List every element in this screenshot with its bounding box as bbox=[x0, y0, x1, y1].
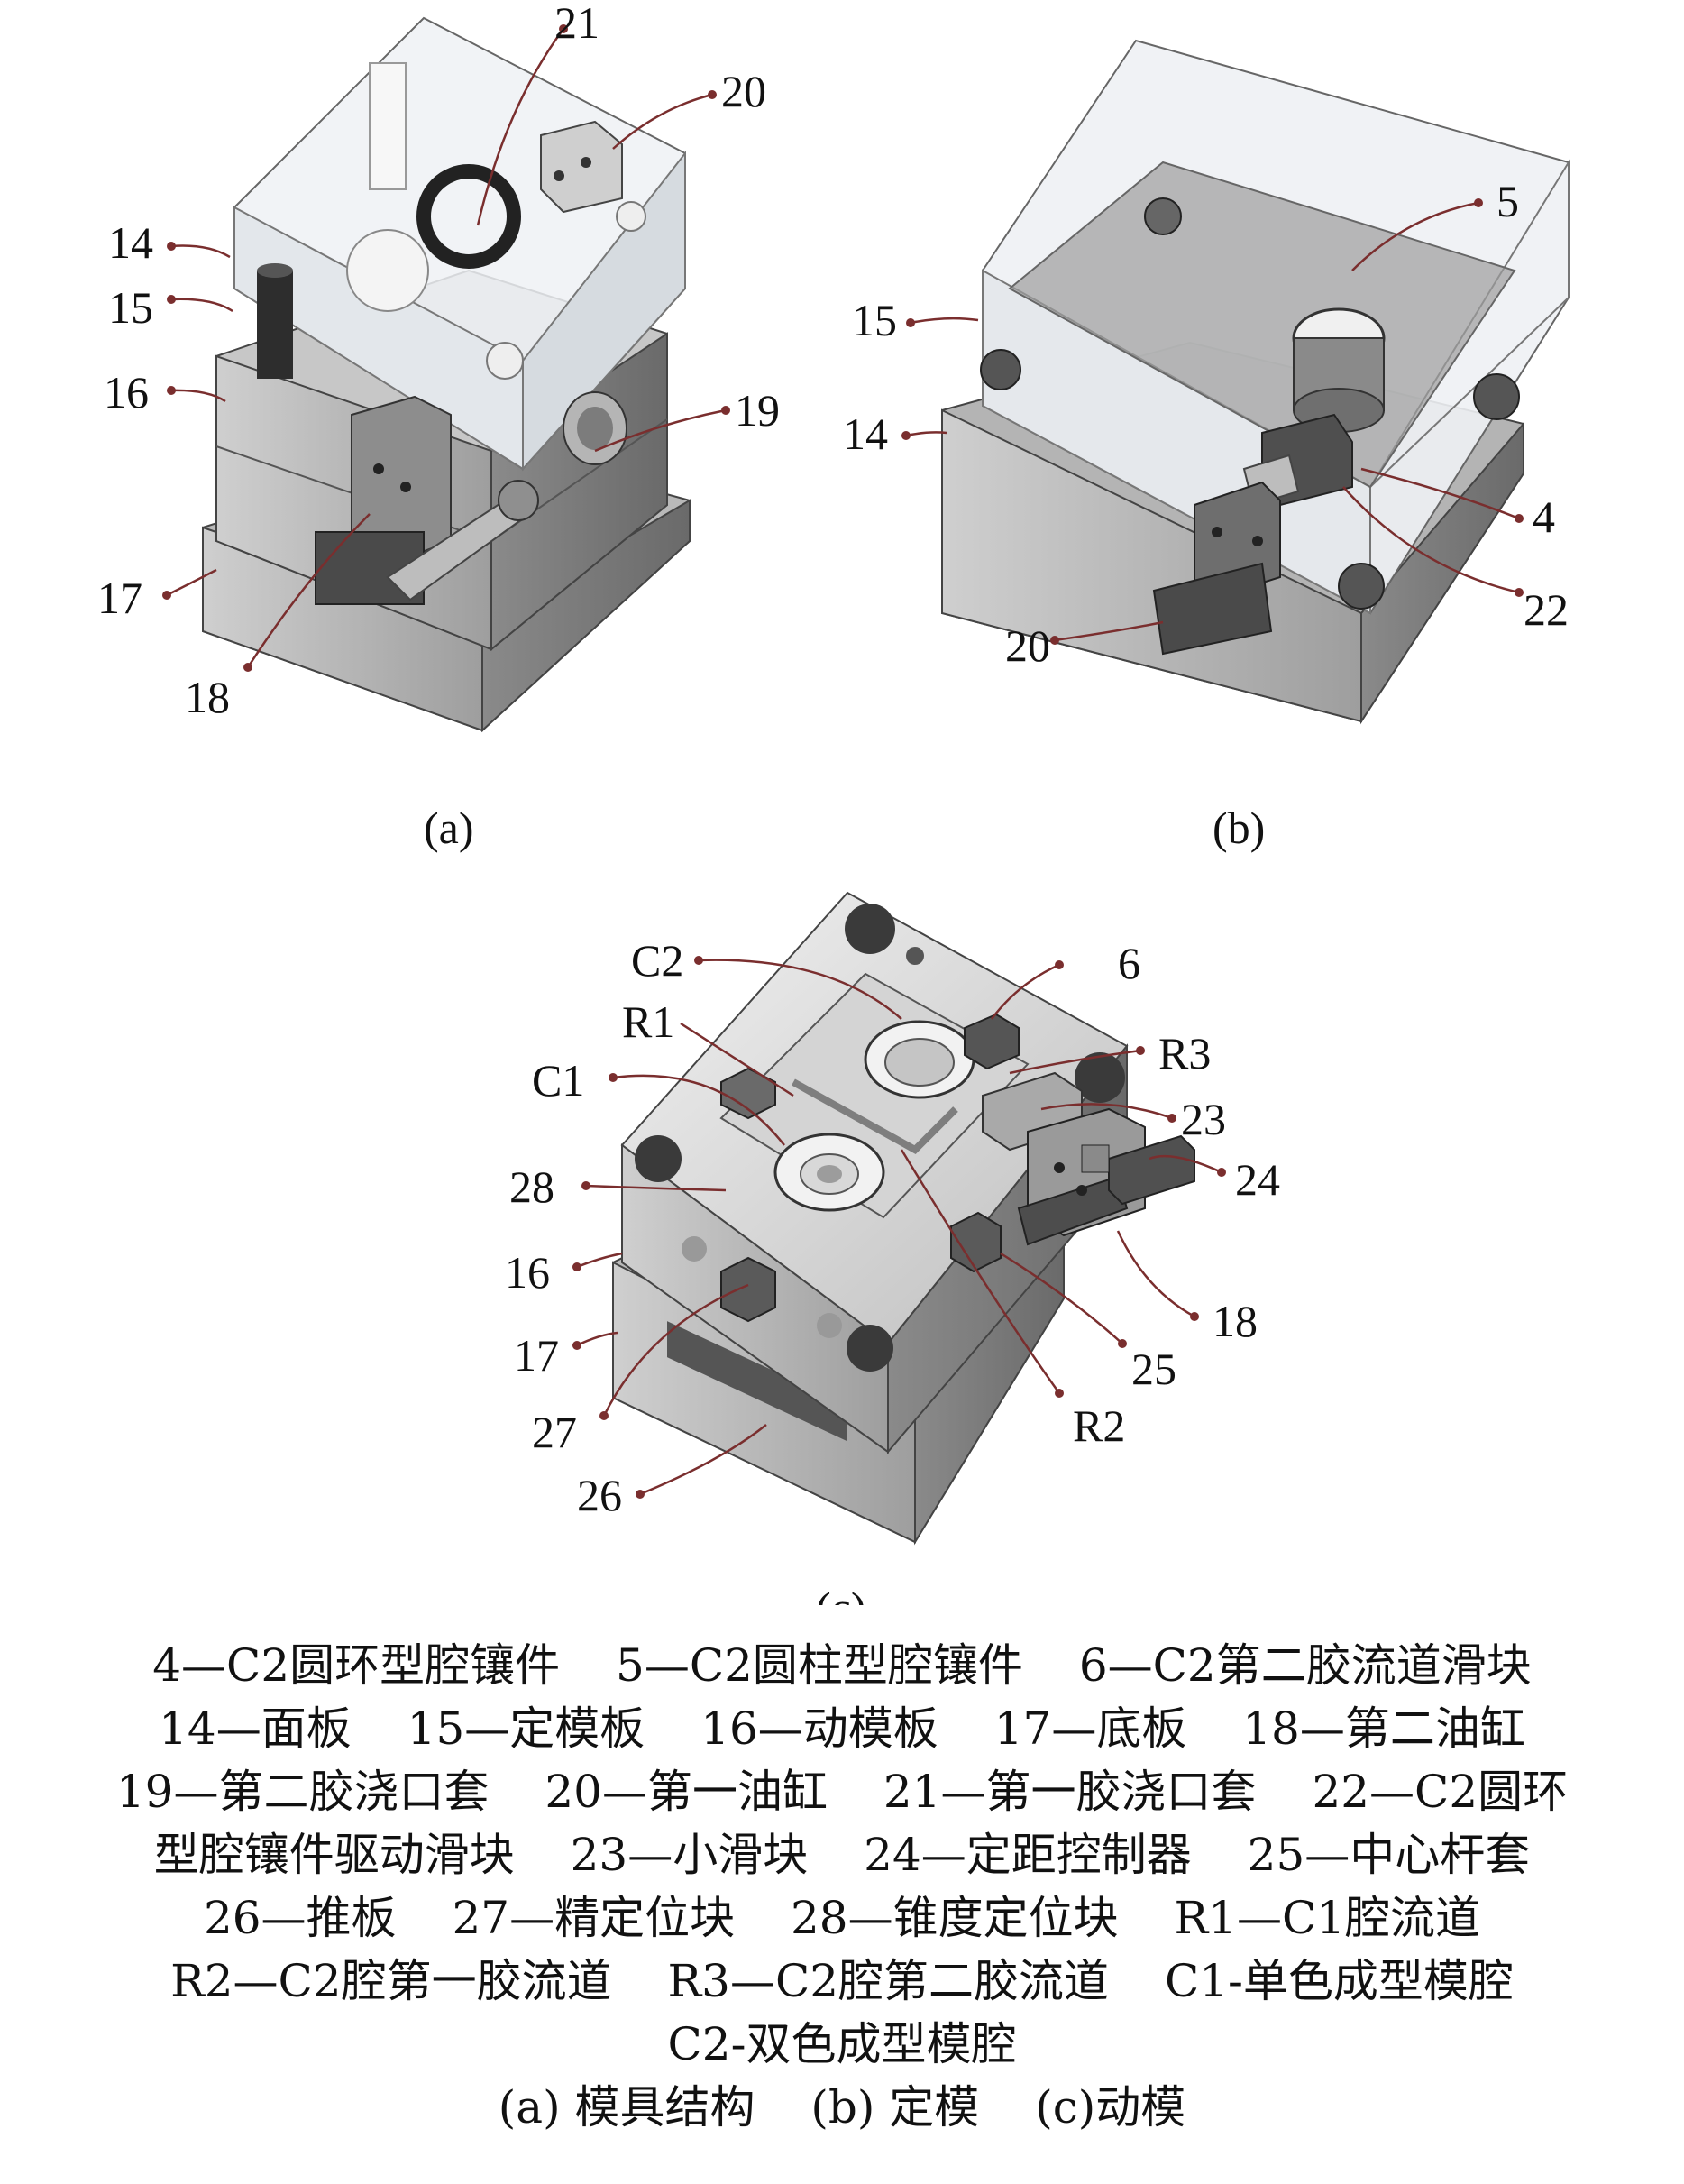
legend-item: 5—C2圆柱型腔镶件 bbox=[616, 1639, 1023, 1692]
callout-label: R2 bbox=[1073, 1400, 1125, 1451]
legend-line: 19—第二胶浇口套 20—第一油缸 21—第一胶浇口套 22—C2圆环 bbox=[0, 1760, 1684, 1823]
callout-label: 24 bbox=[1235, 1154, 1280, 1205]
legend-line: C2-双色成型模腔 bbox=[0, 2013, 1684, 2076]
legend-item: C2-双色成型模腔 bbox=[667, 2018, 1017, 2070]
callout-label: 23 bbox=[1181, 1094, 1226, 1144]
panel-c-leaders bbox=[572, 956, 1226, 1499]
callout-label: 14 bbox=[108, 217, 153, 268]
panel-a-callouts: 21 20 14 15 16 19 17 18 (a) bbox=[97, 0, 780, 853]
panel-c-callouts: C2 6 R1 R3 C1 23 28 24 16 18 17 25 27 R2… bbox=[505, 935, 1280, 1605]
callout-label: 15 bbox=[108, 282, 153, 333]
legend-item: 型腔镶件驱动滑块 bbox=[153, 1829, 515, 1881]
legend-item: 21—第一胶浇口套 bbox=[883, 1766, 1257, 1818]
figure-legend: 4—C2圆环型腔镶件 5—C2圆柱型腔镶件 6—C2第二胶流道滑块 14—面板 … bbox=[0, 1634, 1684, 2139]
callout-label: 28 bbox=[509, 1161, 554, 1212]
callout-label: 4 bbox=[1533, 491, 1555, 542]
legend-item: 17—底板 bbox=[993, 1702, 1187, 1755]
legend-item: 15—定模板 bbox=[407, 1702, 645, 1755]
callout-label: 22 bbox=[1524, 584, 1569, 635]
callout-label: C2 bbox=[631, 935, 683, 986]
callout-label: 15 bbox=[852, 295, 897, 345]
callout-label: 19 bbox=[735, 385, 780, 436]
panel-b-fixed-mold bbox=[941, 39, 1570, 725]
legend-item: R1—C1腔流道 bbox=[1174, 1892, 1481, 1944]
legend-item: R2—C2腔第一胶流道 bbox=[170, 1955, 612, 2007]
callout-label: 21 bbox=[554, 0, 599, 48]
legend-item: 4—C2圆环型腔镶件 bbox=[152, 1639, 561, 1692]
legend-item: 24—定距控制器 bbox=[864, 1829, 1192, 1881]
callout-label: 18 bbox=[1213, 1296, 1258, 1346]
legend-line: 26—推板 27—精定位块 28—锥度定位块 R1—C1腔流道 bbox=[0, 1886, 1684, 1950]
callout-label: 17 bbox=[514, 1330, 559, 1381]
panel-a-sublabel: (a) bbox=[424, 803, 474, 853]
legend-line: 14—面板 15—定模板 16—动模板 17—底板 18—第二油缸 bbox=[0, 1697, 1684, 1760]
callout-label: 16 bbox=[104, 367, 149, 418]
legend-item: (a) 模具结构 bbox=[498, 2081, 755, 2134]
legend-item: 18—第二油缸 bbox=[1242, 1702, 1525, 1755]
panel-b-leaders bbox=[901, 198, 1524, 645]
callout-label: 6 bbox=[1118, 938, 1140, 988]
mold-figure: 21 20 14 15 16 19 17 18 (a) bbox=[97, 0, 1570, 1605]
panel-c-moving-mold bbox=[612, 891, 1195, 1546]
legend-item: 6—C2第二胶流道滑块 bbox=[1078, 1639, 1532, 1692]
callout-label: 20 bbox=[721, 66, 766, 116]
legend-item: C1-单色成型模腔 bbox=[1164, 1955, 1514, 2007]
legend-line: R2—C2腔第一胶流道 R3—C2腔第二胶流道 C1-单色成型模腔 bbox=[0, 1950, 1684, 2013]
legend-item: (c)动模 bbox=[1035, 2081, 1186, 2134]
legend-item: 14—面板 bbox=[159, 1702, 352, 1755]
panel-a-mold-assembly bbox=[202, 16, 691, 733]
callout-label: 16 bbox=[505, 1247, 550, 1298]
legend-item: 26—推板 bbox=[203, 1892, 397, 1944]
callout-label: 26 bbox=[577, 1470, 622, 1520]
legend-item: 19—第二胶浇口套 bbox=[115, 1766, 490, 1818]
legend-item: 23—小滑块 bbox=[570, 1829, 809, 1881]
panel-c-sublabel: (c) bbox=[816, 1583, 866, 1605]
panel-a-leaders bbox=[162, 24, 730, 672]
callout-label: 20 bbox=[1005, 620, 1050, 671]
callout-label: 14 bbox=[843, 408, 888, 459]
legend-line: (a) 模具结构 (b) 定模 (c)动模 bbox=[0, 2076, 1684, 2139]
legend-item: 20—第一油缸 bbox=[545, 1766, 828, 1818]
callout-label: 27 bbox=[532, 1407, 577, 1457]
legend-item: 16—动模板 bbox=[700, 1702, 938, 1755]
callout-label: 17 bbox=[97, 573, 142, 623]
legend-line: 型腔镶件驱动滑块 23—小滑块 24—定距控制器 25—中心杆套 bbox=[0, 1823, 1684, 1886]
legend-item: (b) 定模 bbox=[810, 2081, 980, 2134]
callout-label: 5 bbox=[1496, 176, 1519, 226]
callout-label: 18 bbox=[185, 672, 230, 722]
callout-label: C1 bbox=[532, 1055, 584, 1106]
callout-label: R3 bbox=[1158, 1028, 1211, 1078]
panel-b-callouts: 5 15 14 4 22 20 (b) bbox=[843, 176, 1569, 853]
callout-label: 25 bbox=[1131, 1344, 1176, 1394]
callout-label: R1 bbox=[622, 996, 674, 1047]
legend-item: 28—锥度定位块 bbox=[791, 1892, 1119, 1944]
legend-item: R3—C2腔第二胶流道 bbox=[667, 1955, 1110, 2007]
legend-item: 25—中心杆套 bbox=[1247, 1829, 1531, 1881]
legend-item: 22—C2圆环 bbox=[1312, 1766, 1569, 1818]
panel-b-sublabel: (b) bbox=[1213, 803, 1265, 853]
legend-line: 4—C2圆环型腔镶件 5—C2圆柱型腔镶件 6—C2第二胶流道滑块 bbox=[0, 1634, 1684, 1697]
legend-item: 27—精定位块 bbox=[452, 1892, 736, 1944]
